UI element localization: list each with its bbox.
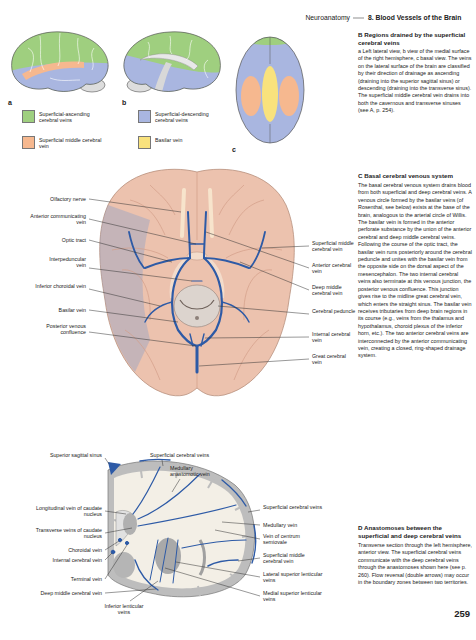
anatomy-label: Superficial cerebral veins xyxy=(150,452,240,458)
anatomy-label: Basilar vein xyxy=(20,307,86,313)
anatomy-label: Vein of centrum semiovale xyxy=(263,533,325,546)
caption-text: The basal cerebral venous system drains … xyxy=(358,182,472,360)
anatomy-label: Superior sagittal sinus xyxy=(48,452,102,458)
legend-text: Basilar vein xyxy=(155,137,225,143)
anatomy-label: Medullary vein xyxy=(263,522,325,528)
anatomy-label: Interpeduncular vein xyxy=(40,256,86,269)
anatomy-label: Inferior choroidal vein xyxy=(30,283,86,289)
caption-text: a Left lateral view, b view of the media… xyxy=(358,48,472,115)
anatomy-label: Superficial cerebral veins xyxy=(263,504,325,510)
anatomy-label: Superficial middle cerebral vein xyxy=(312,240,356,253)
coronal-section xyxy=(105,458,260,601)
brain-basal-large xyxy=(89,169,309,396)
anatomy-label: Anterior cerebral vein xyxy=(312,262,356,275)
anatomy-label: Anterior communicating vein xyxy=(20,213,86,226)
caption-heading: D Anastomoses between the superficial an… xyxy=(358,524,472,540)
brain-lateral xyxy=(0,20,120,100)
anatomy-label: Medullary anastomotic vein xyxy=(170,465,222,478)
anatomy-label: Great cerebral vein xyxy=(312,353,356,366)
page-number: 259 xyxy=(444,608,470,619)
anatomy-label: Internal cerebral vein xyxy=(28,557,102,563)
anatomy-label: Deep middle cerebral vein xyxy=(312,284,356,297)
anatomy-label: Cerebral peduncle xyxy=(312,308,356,314)
anatomy-label: Choroidal vein xyxy=(28,547,102,553)
legend-text: Superficial-ascending cerebral veins xyxy=(39,111,109,124)
legend-swatch xyxy=(22,110,35,123)
anatomy-label: Transverse veins of caudate nucleus xyxy=(28,527,102,540)
anatomy-label: Posterior venous confluence xyxy=(40,323,86,336)
caption-heading: C Basal cerebral venous system xyxy=(358,172,472,180)
caption-text: Transverse section through the left hemi… xyxy=(358,542,472,586)
caption-heading: B Regions drained by the superficial cer… xyxy=(358,31,472,47)
anatomy-label: Inferior lenticular veins xyxy=(98,603,150,616)
legend-text: Superficial-descending cerebral veins xyxy=(155,111,225,124)
figure-letter: b xyxy=(122,99,134,107)
brain-basal-small xyxy=(230,30,310,150)
anatomy-label: Olfactory nerve xyxy=(20,196,86,202)
anatomy-label: Internal cerebral vein xyxy=(312,331,356,344)
legend-swatch xyxy=(138,110,151,123)
anatomy-label: Superficial middle cerebral vein xyxy=(263,552,325,565)
anatomy-label: Lateral superior lenticular veins xyxy=(263,571,325,584)
legend-swatch xyxy=(22,136,35,149)
legend-swatch xyxy=(138,136,151,149)
brain-medial xyxy=(112,20,232,100)
legend-text: Superficial middle cerebral vein xyxy=(39,137,109,150)
page-header: 8. Blood Vessels of the Brain xyxy=(368,14,474,22)
anatomy-label: Deep middle cerebral vein xyxy=(28,590,102,596)
anatomy-label: Terminal vein xyxy=(28,576,102,582)
anatomy-label: Medial superior lenticular veins xyxy=(263,590,325,603)
anatomy-label: Optic tract xyxy=(20,237,86,243)
page-header: Neuroanatomy xyxy=(270,14,350,22)
figure-letter: c xyxy=(232,146,244,154)
figure-letter: a xyxy=(8,99,20,107)
anatomy-label: Longitudinal vein of caudate nucleus xyxy=(28,505,102,518)
